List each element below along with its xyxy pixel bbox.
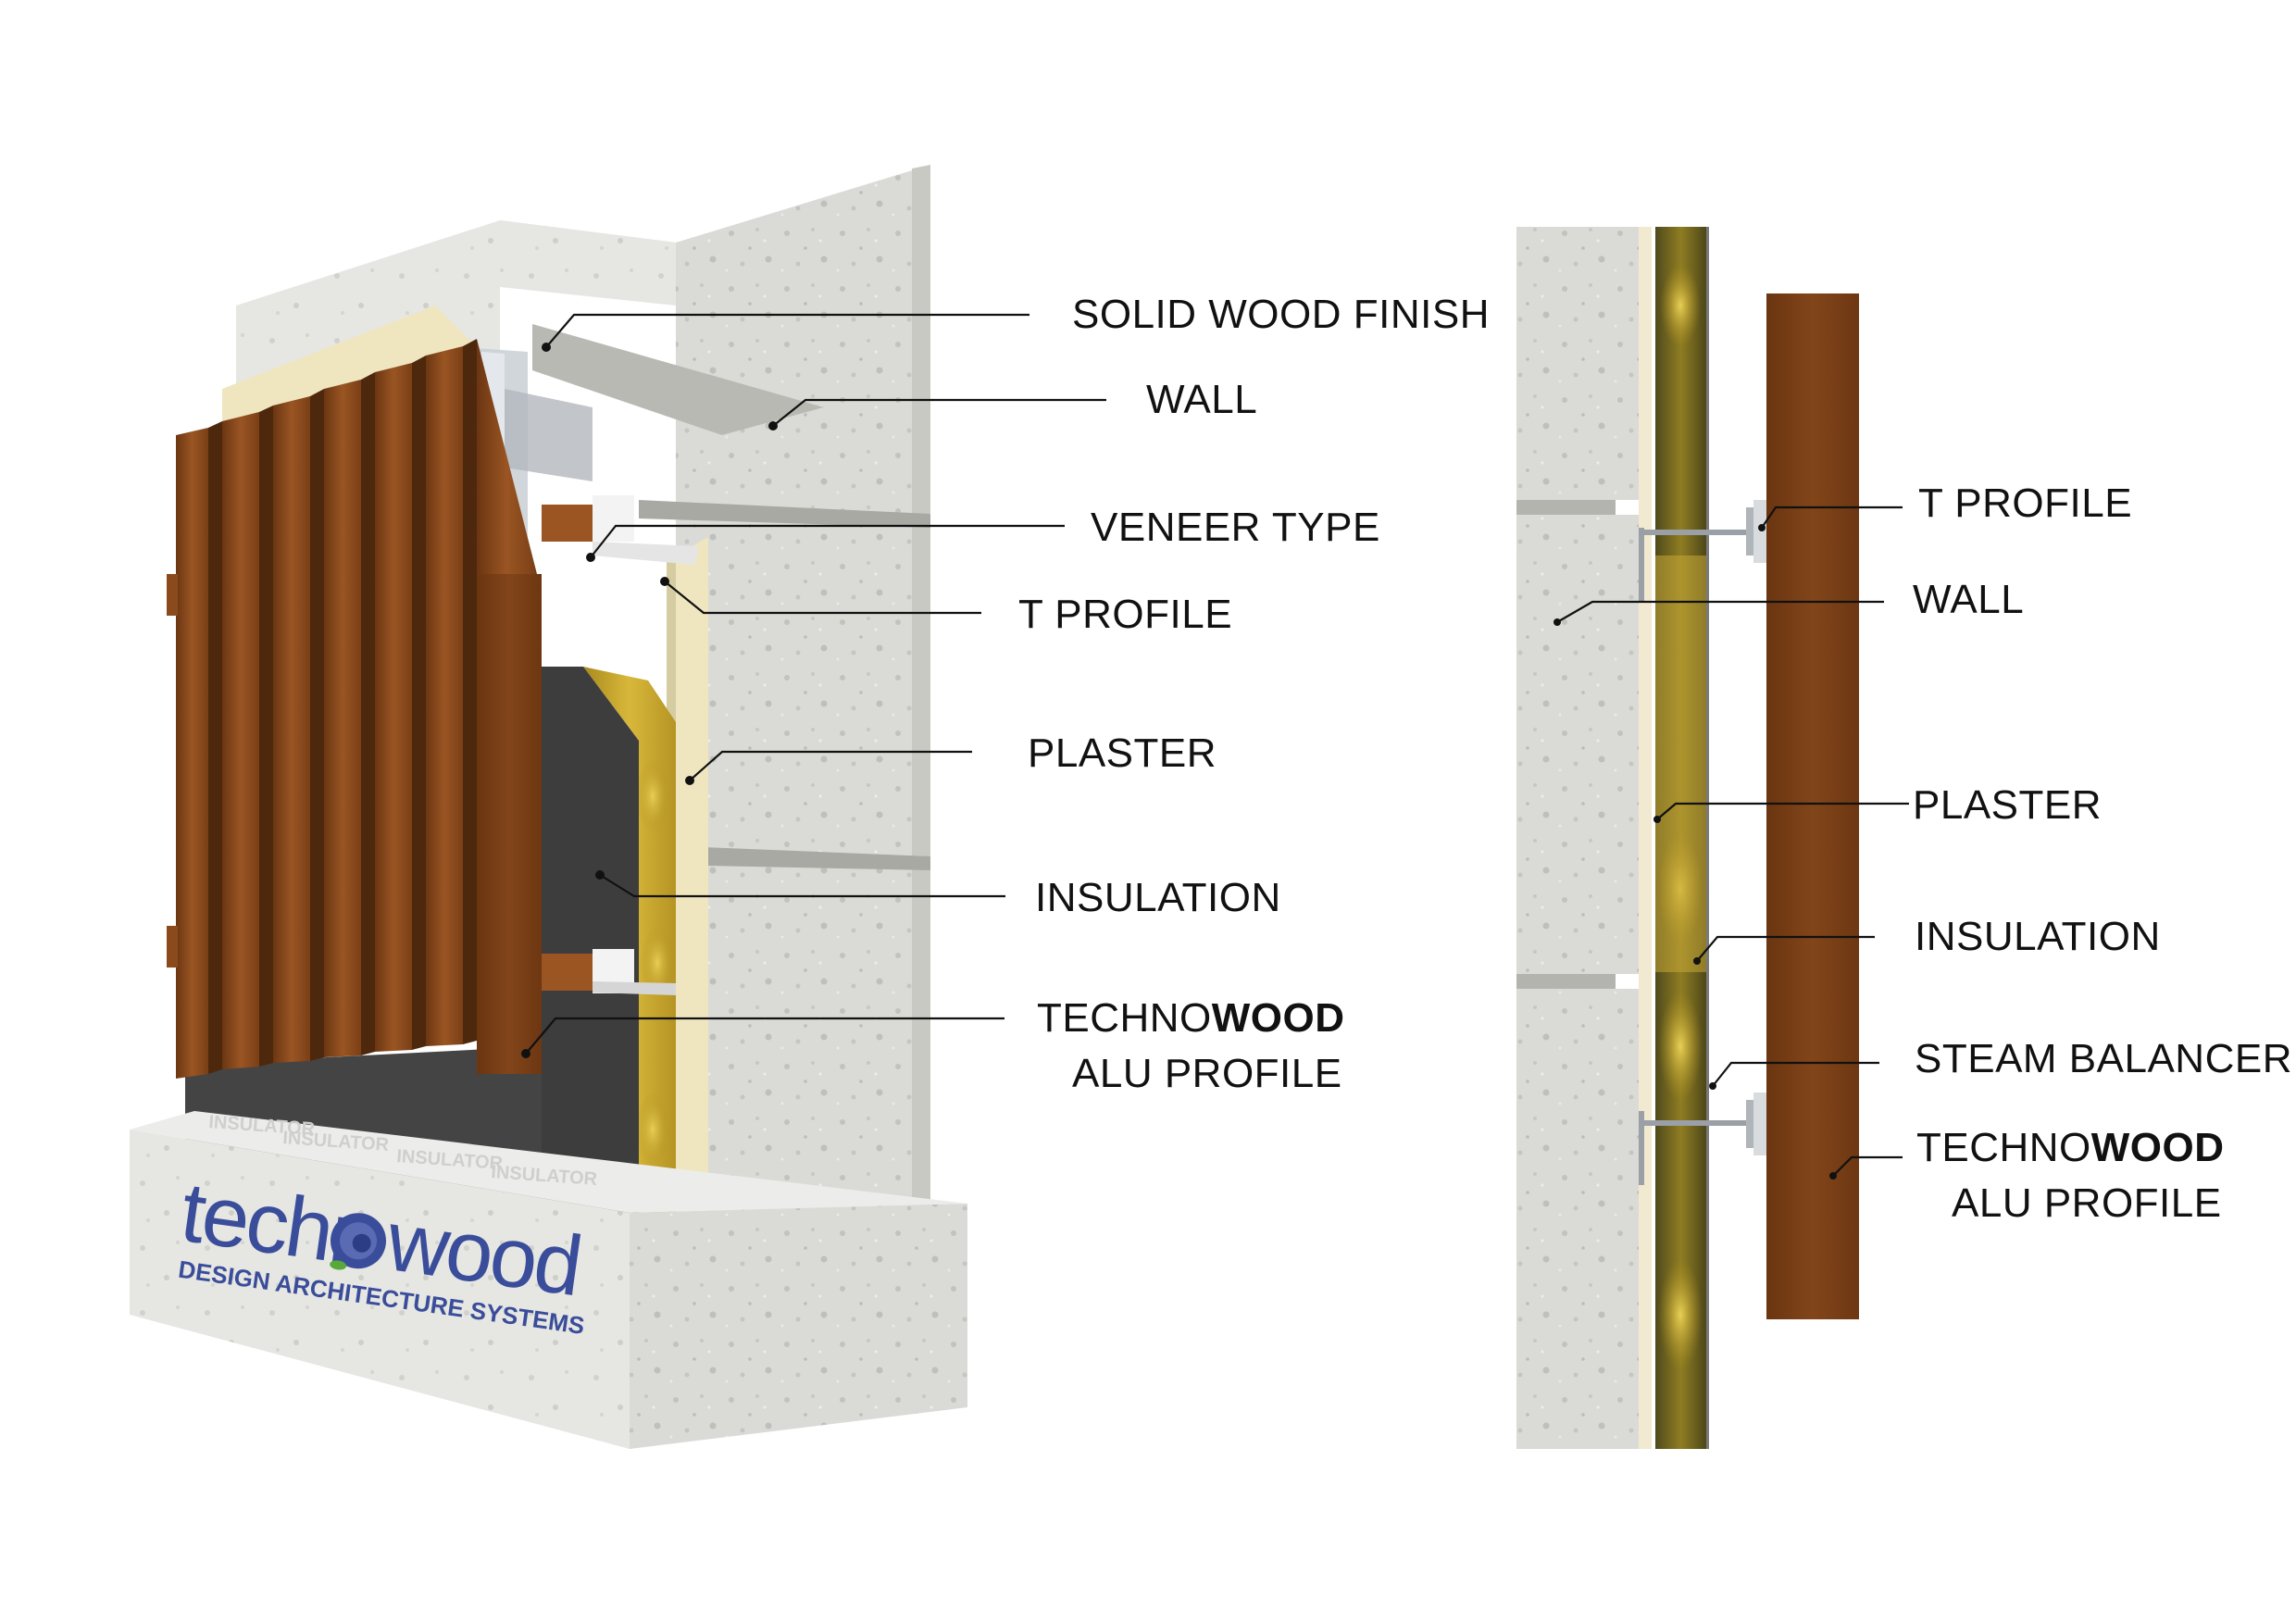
- label-right-technowood: TECHNOWOOD: [1916, 1128, 2225, 1168]
- label-insulation: INSULATION: [1035, 875, 1281, 920]
- label-solid-wood-finish: SOLID WOOD FINISH: [1072, 292, 1490, 337]
- section-steam-balancer: [1706, 227, 1709, 1449]
- membrane-3d: [542, 667, 639, 1231]
- label-alu-profile: ALU PROFILE: [1072, 1051, 1342, 1096]
- wall-block-top: [676, 165, 930, 1231]
- label-plaster: PLASTER: [1028, 730, 1217, 776]
- cladding-section-view: [1516, 227, 1859, 1449]
- label-technowood-bold: WOOD: [1211, 995, 1345, 1041]
- label-right-insulation: INSULATION: [1915, 914, 2161, 959]
- section-plaster: [1639, 227, 1652, 1449]
- leader-lines: [525, 313, 1909, 1177]
- label-right-wall: WALL: [1913, 577, 2025, 622]
- leader-dots: [521, 343, 1837, 1180]
- label-right-technowood-bold: WOOD: [2090, 1125, 2225, 1170]
- label-right-t-profile: T PROFILE: [1918, 481, 2133, 526]
- cladding-3d-view: INSULATOR INSULATOR INSULATOR INSULATOR …: [130, 165, 967, 1449]
- section-alu-profile: [1766, 293, 1859, 1319]
- label-t-profile: T PROFILE: [1018, 592, 1233, 637]
- logo-swirl-icon: [330, 1213, 387, 1270]
- label-right-alu-profile: ALU PROFILE: [1952, 1180, 2222, 1226]
- section-t-profile: [1639, 500, 1766, 1185]
- label-wall: WALL: [1146, 377, 1258, 422]
- label-right-technowood-prefix: TECHNO: [1916, 1125, 2091, 1170]
- label-right-steam-balancer: STEAM BALANCER: [1915, 1036, 2292, 1081]
- label-technowood: TECHNOWOOD: [1037, 998, 1345, 1039]
- foundation-slab: [130, 1130, 630, 1449]
- section-wall: [1516, 227, 1639, 1449]
- label-veneer-type: VENEER TYPE: [1091, 505, 1380, 550]
- label-technowood-prefix: TECHNO: [1037, 995, 1212, 1041]
- label-right-plaster: PLASTER: [1913, 782, 2103, 828]
- wood-slats-3d: [167, 339, 542, 1079]
